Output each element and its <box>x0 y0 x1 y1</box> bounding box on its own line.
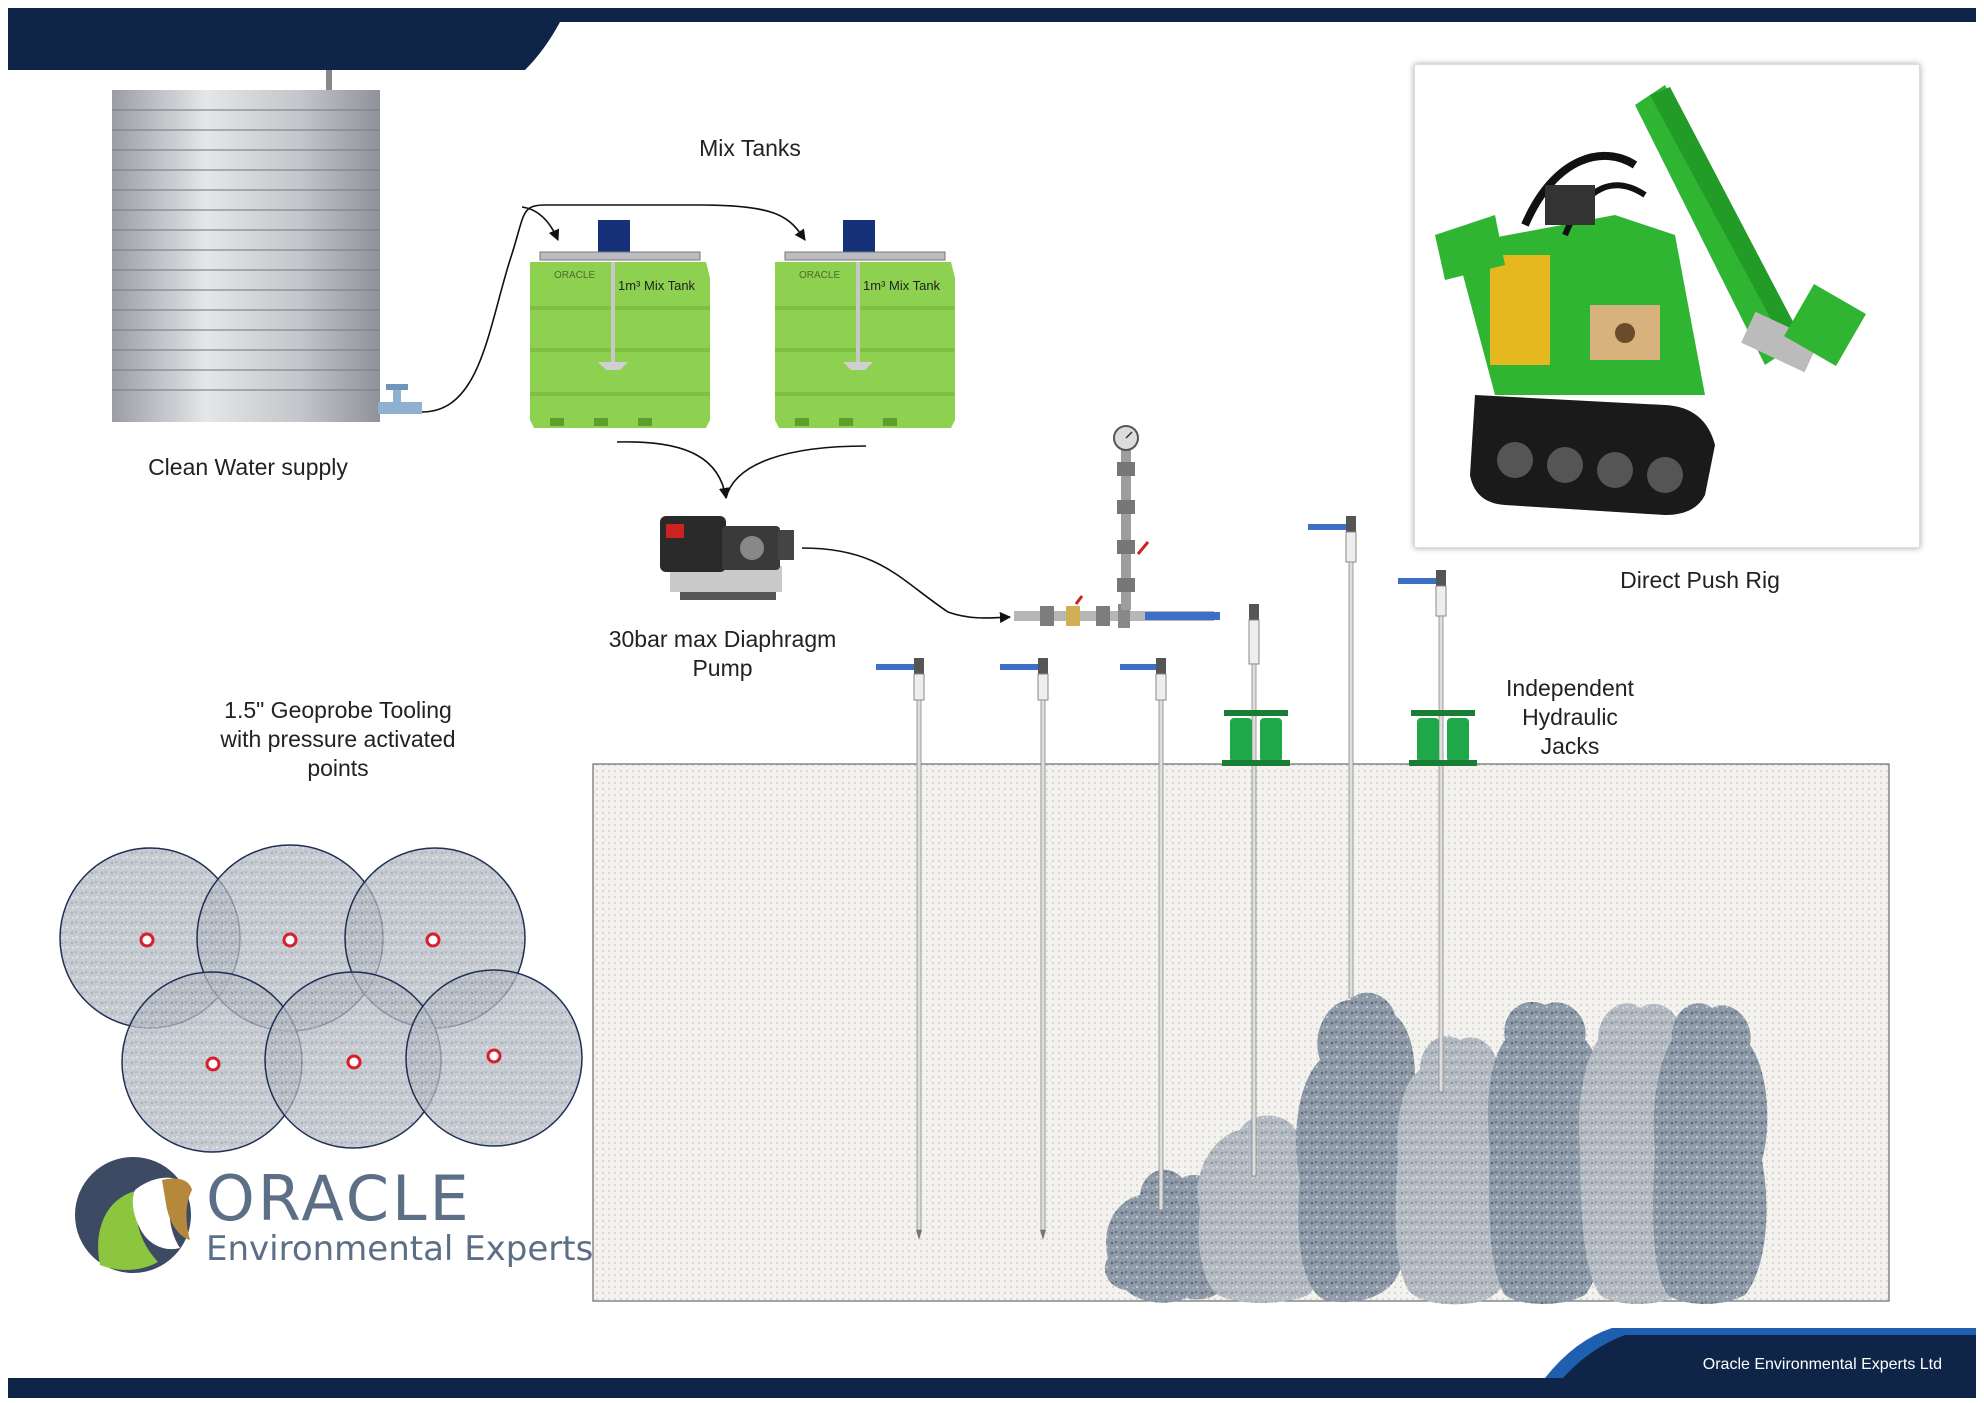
tooling-label-line1: 1.5" Geoprobe Tooling <box>224 697 452 723</box>
mix-tank-1 <box>530 220 710 428</box>
pump-label-line1: 30bar max Diaphragm <box>608 626 837 652</box>
hydraulic-jacks <box>1222 710 1477 766</box>
tank-label-1: 1m³ Mix Tank <box>618 278 696 293</box>
jacks-label-line2: Hydraulic <box>1522 704 1618 730</box>
probe-rod-4 <box>1248 604 1260 1177</box>
hydraulic-jack-1 <box>1222 710 1290 766</box>
pump-label-line2: Pump <box>692 655 753 681</box>
direct-push-rig-label: Direct Push Rig <box>1620 567 1780 593</box>
pump-label: 30bar max Diaphragm Pump <box>590 625 855 683</box>
company-logo-text: ORACLE Environmental Experts <box>206 1162 594 1269</box>
injection-influence-circles <box>59 844 583 1153</box>
header-banner <box>8 8 1976 70</box>
logo-name: ORACLE <box>206 1162 472 1235</box>
grout-plumes <box>1104 992 1768 1305</box>
direct-push-rig-photo <box>1414 64 1920 548</box>
pressure-manifold <box>1014 425 1220 628</box>
oracle-leaf-logo <box>75 1157 192 1273</box>
probe-rod-5 <box>1308 516 1357 999</box>
logo-subtitle: Environmental Experts <box>206 1229 594 1269</box>
direct-push-rig-illustration <box>1415 65 1919 547</box>
tank-brand-1: ORACLE <box>554 270 596 281</box>
hydraulic-jack-2 <box>1409 710 1477 766</box>
clean-water-supply-label: Clean Water supply <box>148 454 348 480</box>
tooling-label-line2: with pressure activated <box>220 726 456 752</box>
pump-to-manifold-line <box>801 547 1012 624</box>
clean-water-tank <box>112 70 422 422</box>
tank-label-2: 1m³ Mix Tank <box>863 278 941 293</box>
jacks-label-line1: Independent <box>1506 675 1634 701</box>
probe-rod-2 <box>1000 658 1049 1240</box>
probe-rod-1 <box>876 658 925 1240</box>
water-hose <box>421 204 806 413</box>
diaphragm-pump-icon <box>660 516 794 600</box>
probe-rods <box>876 516 1447 1240</box>
hydraulic-jacks-label: Independent Hydraulic Jacks <box>1470 674 1670 761</box>
probe-rod-6 <box>1398 570 1447 1093</box>
tank-brand-2: ORACLE <box>799 270 841 281</box>
tank-to-pump-lines <box>616 441 867 500</box>
probe-rod-3 <box>1120 658 1167 1211</box>
footer-banner <box>8 1328 1976 1398</box>
footer-company-name: Oracle Environmental Experts Ltd <box>1702 1356 1942 1373</box>
tooling-label-line3: points <box>307 755 369 781</box>
tooling-label: 1.5" Geoprobe Tooling with pressure acti… <box>198 696 478 783</box>
mix-tanks-label: Mix Tanks <box>699 135 801 161</box>
mix-tank-2 <box>775 220 955 428</box>
jacks-label-line3: Jacks <box>1540 733 1600 759</box>
